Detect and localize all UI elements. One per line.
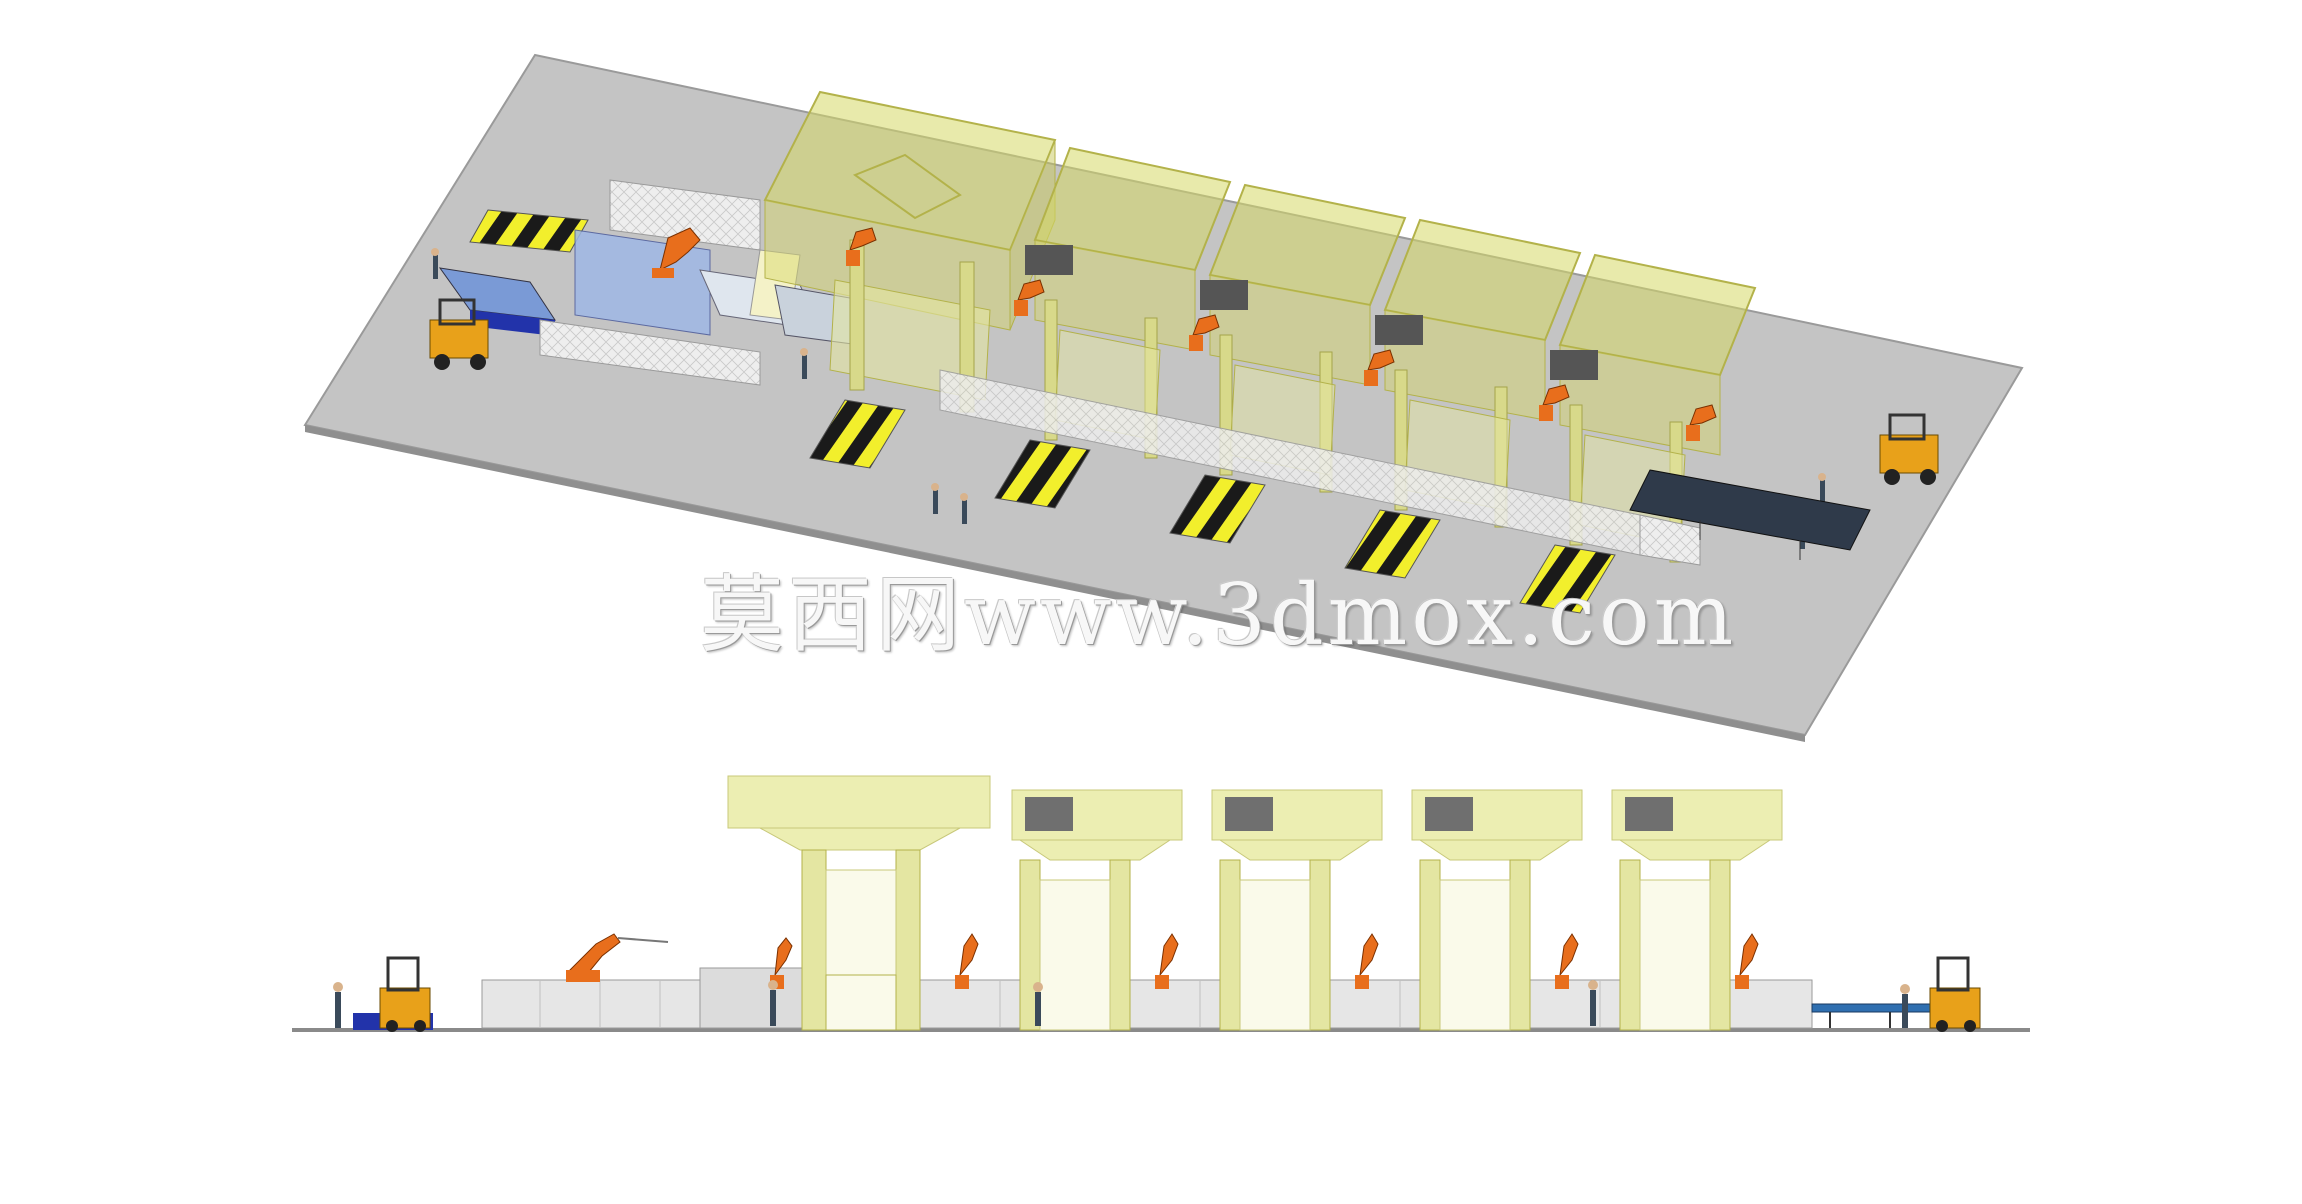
robot-arm-icon xyxy=(1686,404,1717,441)
robot-arm-icon xyxy=(1355,933,1379,989)
worker-icon xyxy=(800,348,808,379)
watermark-text: 莫西网www.3dmox.com xyxy=(700,566,1738,664)
worker-icon xyxy=(1900,984,1910,1028)
robot-arm-icon xyxy=(955,933,979,989)
worker-icon xyxy=(1588,980,1598,1026)
isometric-view xyxy=(303,53,2024,742)
robot-arm-icon xyxy=(566,933,669,982)
forklift-icon xyxy=(429,298,489,370)
line-safety-fence xyxy=(481,979,1813,1029)
robot-arm-icon xyxy=(1155,933,1179,989)
press-machine-icon xyxy=(1411,789,1583,1031)
hazard-pad-icon xyxy=(1519,544,1616,614)
forklift-icon xyxy=(1879,413,1939,485)
robot-arm-icon xyxy=(846,227,877,266)
hazard-pad-icon xyxy=(994,439,1091,509)
forklift-icon xyxy=(1929,956,1981,1032)
hazard-pad-icon xyxy=(1344,509,1441,579)
robot-arm-icon xyxy=(1555,933,1579,989)
robot-arm-icon xyxy=(1189,314,1220,351)
worker-icon xyxy=(768,980,778,1026)
worker-icon xyxy=(333,982,343,1028)
worker-icon xyxy=(1818,473,1826,504)
press-machine-icon xyxy=(1211,789,1383,1031)
robot-arm-icon xyxy=(1014,279,1045,316)
hazard-pad-icon xyxy=(809,399,906,469)
worker-icon xyxy=(431,248,439,279)
conveyor-icon xyxy=(1811,1003,1943,1013)
conveyor-icon xyxy=(1629,469,1871,551)
hazard-pad-icon xyxy=(1169,474,1266,544)
press-machine-icon xyxy=(763,90,1057,413)
robot-arm-icon xyxy=(1735,933,1759,989)
forklift-icon xyxy=(379,956,431,1032)
robot-arm-icon xyxy=(1364,349,1395,386)
robot-arm-icon xyxy=(1539,384,1570,421)
worker-icon xyxy=(931,483,939,514)
press-machine-icon xyxy=(727,775,991,1031)
hazard-pad-icon xyxy=(469,209,589,253)
robot-arm-icon xyxy=(652,227,701,278)
side-elevation-view xyxy=(292,775,2030,1032)
press-machine-icon xyxy=(1611,789,1783,1031)
loading-cell-fence xyxy=(539,319,761,386)
worker-icon xyxy=(960,493,968,524)
press-machine-icon xyxy=(1011,789,1183,1031)
worker-icon xyxy=(1033,982,1043,1026)
press-machine-icon xyxy=(1550,253,1757,563)
